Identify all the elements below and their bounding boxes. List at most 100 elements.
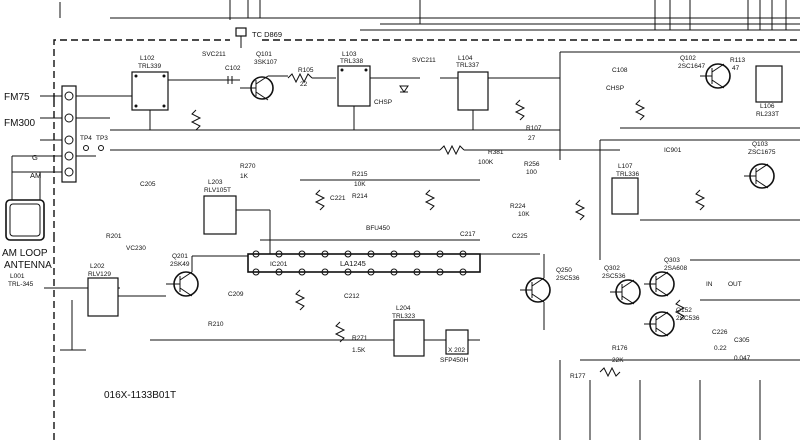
transistor-q102	[700, 63, 731, 89]
transistor-q250	[520, 277, 551, 303]
r177-label: R177	[570, 373, 586, 380]
q303-label: Q303	[664, 257, 680, 264]
c305-label: C305	[734, 337, 750, 344]
l202-part: RLV129	[88, 271, 111, 278]
l104-part: TRL337	[456, 62, 480, 69]
chsp-label-2: CHSP	[606, 85, 624, 92]
r201-label: R201	[106, 233, 122, 240]
coil-l107	[611, 177, 639, 215]
transistor-q302	[610, 279, 641, 305]
am-label: AM	[30, 171, 41, 180]
q201-part: 2SK49	[170, 261, 190, 268]
antenna-label: ANTENNA	[4, 260, 52, 271]
ic-pin	[298, 268, 306, 276]
vc230-label: VC230	[126, 245, 146, 252]
tc-marker: TC D869	[235, 27, 282, 48]
am-loop-label: AM LOOP	[2, 248, 48, 259]
l204-part: TRL323	[392, 313, 416, 320]
ic-pin	[459, 268, 467, 276]
out-label: OUT	[728, 281, 742, 288]
pcb-code: 016X-1133B01T	[104, 390, 176, 401]
q201-label: Q201	[172, 253, 188, 260]
q250-part: 2SC536	[556, 275, 580, 282]
c225-label: C225	[512, 233, 528, 240]
l102-label: L102	[140, 55, 155, 62]
fm75-label: FM75	[4, 92, 30, 103]
coil-l103	[337, 65, 371, 107]
tc-label: TC D869	[252, 30, 282, 39]
ic-pin	[367, 250, 375, 258]
r271-label: R271	[352, 335, 368, 342]
r113-label: R113	[730, 57, 745, 64]
l107-part: TRL336	[616, 171, 640, 178]
resistor-network	[190, 99, 706, 378]
ic-pin	[436, 268, 444, 276]
r381-value: 100K	[478, 159, 494, 166]
r210-label: R210	[208, 321, 224, 328]
c226-label: C226	[712, 329, 728, 336]
tp3-label: TP3	[96, 135, 108, 142]
c305-value: 0.047	[734, 355, 751, 362]
ic201-la1245	[247, 253, 481, 273]
q103-part: ZSC1675	[748, 149, 776, 156]
r256-label: R256	[524, 161, 540, 168]
l203-label: L203	[208, 179, 223, 186]
transistor-q103	[744, 163, 775, 189]
coil-l102	[131, 71, 169, 111]
ic-pin	[436, 250, 444, 258]
r256-value: 100	[526, 169, 537, 176]
in-label: IN	[706, 281, 713, 288]
r214-label: R214	[352, 193, 368, 200]
r113-value: 47	[732, 65, 740, 72]
coil-l203	[203, 195, 237, 235]
l204-label: L204	[396, 305, 411, 312]
transistor-q303	[644, 271, 675, 297]
coil-l204	[393, 319, 425, 357]
l106-label: L106	[760, 103, 775, 110]
svc211-label-1: SVC211	[202, 51, 226, 58]
ic901-label: IC901	[664, 147, 682, 154]
transistor-q201	[166, 271, 199, 297]
ic-pin	[252, 268, 260, 276]
ic-pin	[367, 268, 375, 276]
r215-label: R215	[352, 171, 368, 178]
l203-part: RLV105T	[204, 187, 231, 194]
q250-label: Q250	[556, 267, 572, 274]
c102-label: C102	[225, 65, 241, 72]
r107-label: R107	[526, 125, 542, 132]
ic-pin	[390, 268, 398, 276]
c205-label: C205	[140, 181, 156, 188]
ic-pin	[321, 268, 329, 276]
q302-label: Q302	[604, 265, 620, 272]
fm300-label: FM300	[4, 118, 36, 129]
q101-part: 3SK107	[254, 59, 278, 66]
ic-pin	[275, 250, 283, 258]
r270-label: R270	[240, 163, 256, 170]
r176-label: R176	[612, 345, 628, 352]
transistor-q101	[240, 75, 274, 101]
l104-label: L104	[458, 55, 473, 62]
top-bus-lines	[59, 0, 800, 31]
ic-pin	[275, 268, 283, 276]
c217-label: C217	[460, 231, 476, 238]
ic-pin	[298, 250, 306, 258]
c108-label: C108	[612, 67, 628, 74]
ic-pin	[344, 268, 352, 276]
tp4-label: TP4	[80, 135, 92, 142]
q152-part: 2SC536	[676, 315, 700, 322]
ic-pin	[252, 250, 260, 258]
c209-label: C209	[228, 291, 244, 298]
ic-pin	[344, 250, 352, 258]
l202-label: L202	[90, 263, 105, 270]
g-label: G	[32, 153, 38, 162]
q103-label: Q103	[752, 141, 768, 148]
coil-l104	[457, 71, 489, 111]
l001-label: L001	[10, 273, 25, 280]
r270-value: 1K	[240, 173, 249, 180]
filter-x202	[445, 329, 469, 355]
r105-value: 22	[300, 81, 308, 88]
r215-value: 10K	[354, 181, 366, 188]
ic201-label: IC201	[270, 261, 288, 268]
q303-part: 2SA608	[664, 265, 688, 272]
